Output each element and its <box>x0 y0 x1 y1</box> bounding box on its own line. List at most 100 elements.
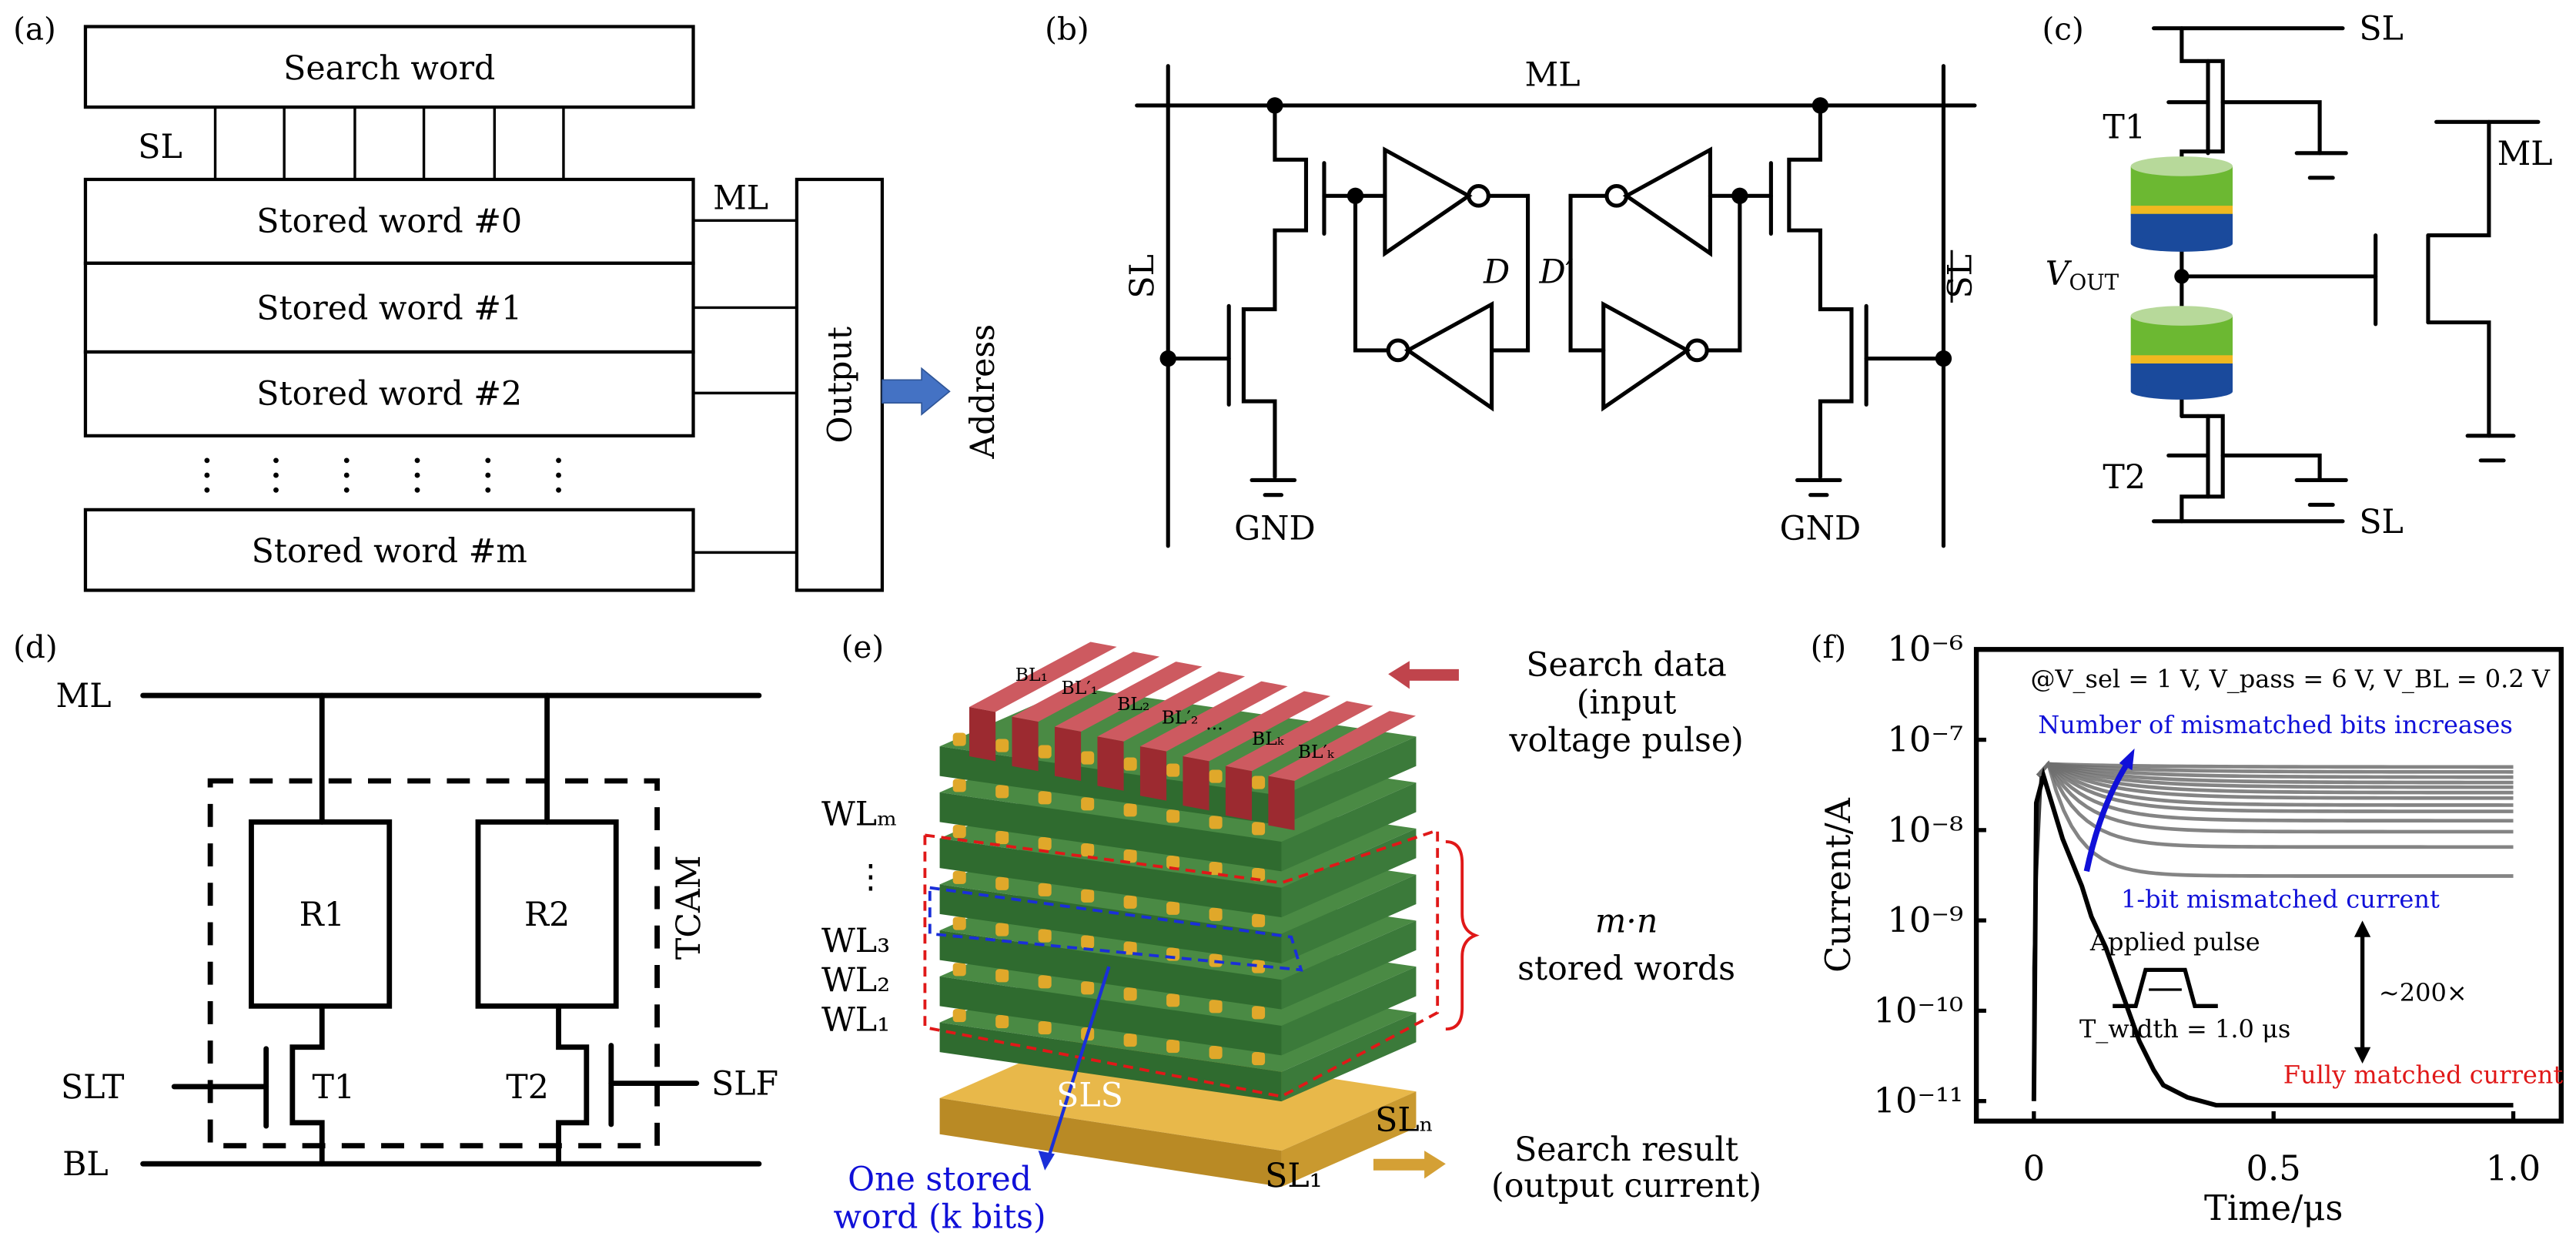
pillar <box>952 1009 966 1023</box>
wordline-layer-front <box>939 838 1282 918</box>
stored-word-row <box>83 350 695 437</box>
pillar <box>1038 929 1052 943</box>
bitline-top <box>1225 701 1373 772</box>
pillar <box>1123 987 1137 1001</box>
bitline-front <box>1225 766 1253 821</box>
pillar <box>1209 1046 1223 1060</box>
bitline-front <box>969 706 996 762</box>
wordline-layer-side <box>1281 828 1417 918</box>
r1-label: R1 <box>299 896 345 934</box>
wordline-layer-front <box>939 884 1282 963</box>
y-tick-label: 10⁻⁷ <box>1887 719 1963 759</box>
panel-e: (e) BL₁ BL′₁ BL₂ BL′₂ ··· BLₖ BL′ₖ WLₘ ⋮… <box>821 628 1761 1236</box>
panel-b: (b) <box>1045 11 1980 548</box>
panel-c: (c) <box>2042 10 2552 541</box>
bitline-top <box>1097 671 1246 742</box>
pillar <box>1081 797 1095 811</box>
one-bit-annotation: 1-bit mismatched current <box>2121 884 2440 913</box>
pillar <box>1252 776 1266 789</box>
bitline-label: BL′₁ <box>1062 677 1099 699</box>
search-data-line: voltage pulse) <box>1508 722 1743 760</box>
stored-words-line: m·n <box>1595 902 1658 940</box>
pillar <box>1252 1052 1266 1066</box>
wordline-layer-front <box>939 792 1282 872</box>
sl-label: SL <box>1123 254 1162 299</box>
fefet-circuit <box>2152 26 2541 524</box>
tcam-circuit <box>140 692 762 1167</box>
y-tick-label: 10⁻⁶ <box>1887 628 1963 669</box>
pillar <box>995 923 1009 936</box>
search-data-line: Search data <box>1526 645 1727 684</box>
matched-annotation: Fully matched current <box>2283 1060 2564 1090</box>
vout-node <box>2174 269 2190 284</box>
ferroelectric-device-bottom <box>2130 306 2233 400</box>
search-result-text: Search result (output current) <box>1491 1131 1761 1205</box>
pillar <box>1252 960 1266 973</box>
pillar <box>1209 769 1223 783</box>
stored-words-line: stored words <box>1517 950 1735 988</box>
stored-words-region <box>923 828 1440 1098</box>
ratio-annotation: ~200× <box>2379 978 2467 1007</box>
one-word-text: One stored word (k bits) <box>834 1160 1046 1236</box>
address-arrow-icon <box>882 367 951 416</box>
pillar <box>1123 895 1137 909</box>
bitline-label: BL₂ <box>1117 693 1149 715</box>
sl1-label: SL₁ <box>1265 1157 1323 1195</box>
junction-dots <box>1159 97 1952 367</box>
twidth-annotation: T_width = 1.0 μs <box>2079 1014 2290 1044</box>
d-label: D <box>1483 253 1510 291</box>
pillar <box>1081 935 1095 949</box>
mismatch-curve <box>2036 761 2514 807</box>
search-data-line: (input <box>1577 684 1677 722</box>
pillar <box>952 779 966 792</box>
pillar <box>995 1015 1009 1029</box>
stored-word-0: Stored word #0 <box>256 202 522 240</box>
stored-word-row <box>83 508 695 592</box>
pillar <box>1209 907 1223 921</box>
pillar <box>1038 791 1052 805</box>
sl-bar-label: SL <box>1942 254 1980 299</box>
arrowhead-icon <box>2119 748 2135 771</box>
arrowhead-icon <box>2354 920 2371 937</box>
stored-word-1: Stored word #1 <box>256 289 522 327</box>
sln-label: SLₙ <box>1375 1101 1434 1140</box>
y-tick-label: 10⁻¹¹ <box>1873 1081 1963 1121</box>
pillar <box>1038 745 1052 759</box>
vout-label: VOUT <box>2046 255 2119 295</box>
pillar <box>952 732 966 746</box>
panel-d-label: (d) <box>13 628 58 665</box>
pointer-arrowhead-icon <box>1038 1151 1055 1171</box>
stored-word-m: Stored word #m <box>252 532 527 571</box>
x-tick-label: 0 <box>2023 1148 2046 1189</box>
sl-top-label: SL <box>2359 10 2404 49</box>
source-line-front <box>939 1097 1282 1188</box>
mismatch-annotation: Number of mismatched bits increases <box>2038 710 2513 739</box>
pillar <box>1081 981 1095 995</box>
t2-label: T2 <box>2103 458 2146 497</box>
ml-label: ML <box>713 179 768 217</box>
output-label: Output <box>821 327 859 444</box>
bitline-top <box>1268 711 1417 781</box>
wordline-ellipsis: ⋮ <box>855 858 888 896</box>
mismatch-trend-arrow <box>2083 758 2133 873</box>
stored-word-2: Stored word #2 <box>256 374 522 413</box>
plot-frame <box>1973 647 2564 1124</box>
search-result-line: (output current) <box>1491 1167 1761 1205</box>
y-tick-label: 10⁻¹⁰ <box>1873 990 1963 1030</box>
pulse-shape-icon <box>2113 967 2218 1009</box>
pulse-annotation: Applied pulse <box>2089 927 2260 957</box>
x-tick-label: 0.5 <box>2246 1148 2301 1189</box>
bitline-top <box>1183 691 1331 762</box>
one-word-line: One stored <box>848 1160 1032 1198</box>
y-tick-label: 10⁻⁹ <box>1887 900 1963 940</box>
source-line-side <box>1281 1091 1417 1188</box>
slf-label: SLF <box>711 1065 778 1104</box>
bl-label: BL <box>62 1145 109 1184</box>
t1-label: T1 <box>2103 109 2146 147</box>
pillar <box>1038 883 1052 896</box>
panel-a: (a) Search word SL Stored word #0 Stored… <box>13 11 1002 592</box>
pillar <box>952 870 966 884</box>
pillar <box>1081 889 1095 903</box>
